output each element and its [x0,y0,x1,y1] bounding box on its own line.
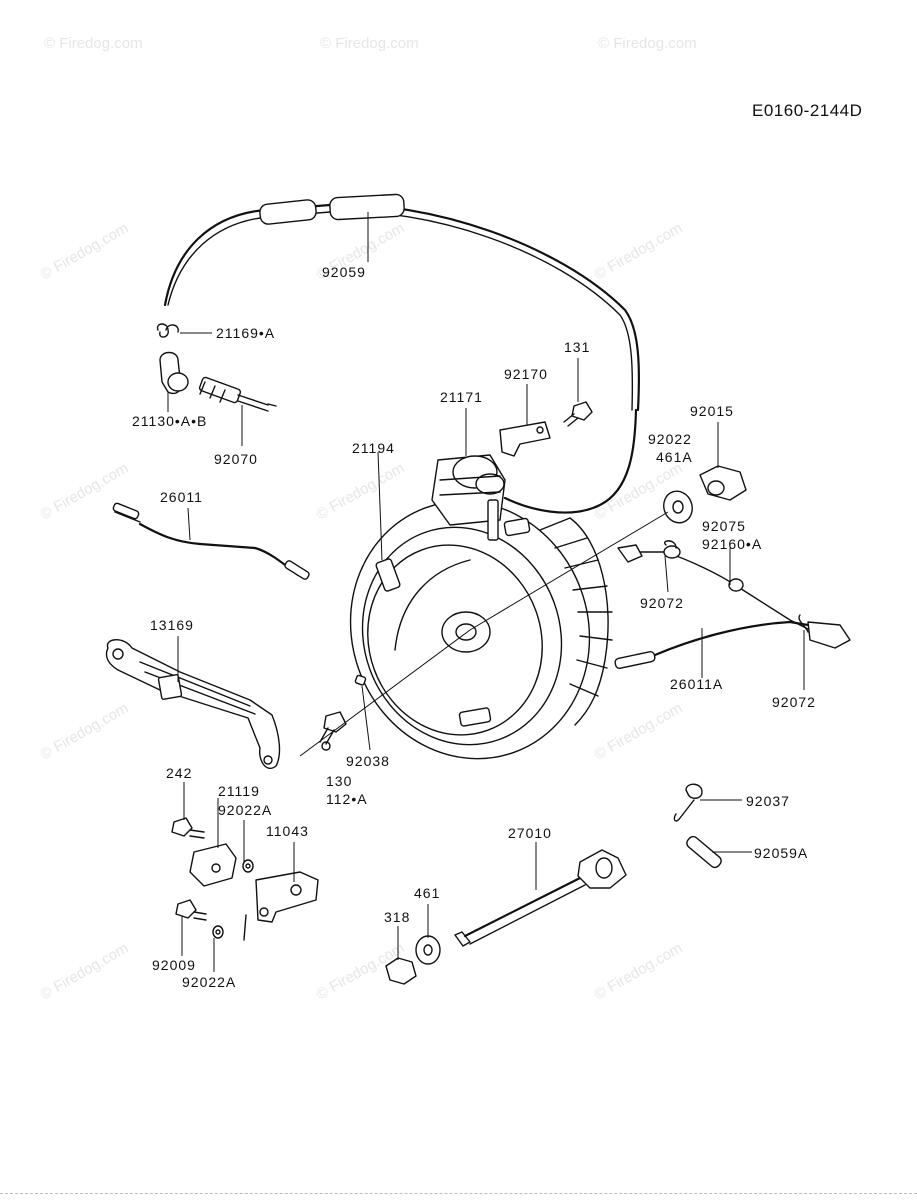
screw-92009 [175,899,207,921]
part-label: 21171 [440,389,483,405]
part-label: 92075 [702,518,746,534]
lead-wire-26011A [614,614,810,670]
part-label: 27010 [508,825,552,841]
part-label: 21130•A•B [132,413,207,429]
bracket-11043 [243,871,319,941]
part-label: 21194 [352,440,395,456]
washer-92022A [242,859,254,873]
stop-switch-21119 [189,843,237,887]
ignition-coil-21171 [431,454,506,541]
watermark: © Firedog.com [314,459,408,523]
part-label: 92160•A [702,536,762,552]
part-label: 131 [564,339,590,355]
bolt-131 [563,401,593,427]
part-label: 21119 [218,783,260,799]
plate-13169 [105,639,281,769]
part-label: 26011A [670,676,723,692]
part-label: 242 [166,765,192,781]
bracket-92170 [499,421,551,457]
watermark: © Firedog.com [38,459,132,523]
washer-461A [663,490,693,524]
nut-92015 [699,465,747,501]
part-label: 92070 [214,451,258,467]
clip-21169A [156,323,179,338]
part-labels: 92059 21169•A 21130•A•B 92070 131 92170 … [132,264,816,990]
clip-92037 [673,783,703,822]
part-label: 92037 [746,793,790,809]
key-92038 [354,674,367,686]
screw-242 [171,817,205,839]
part-label: 92015 [690,403,734,419]
part-label: 92072 [772,694,816,710]
watermark: © Firedog.com [38,939,132,1003]
part-label: 92059A [754,845,808,861]
high-tension-lead-92059 [163,193,641,514]
part-label: 11043 [266,823,309,839]
watermark: © Firedog.com [44,35,143,52]
part-label: 318 [384,909,410,925]
watermark: © Firedog.com [598,35,697,52]
tube-92059A [686,835,722,869]
part-label: 92022A [218,802,272,818]
part-label: 461A [656,449,693,465]
watermark: © Firedog.com [38,699,132,763]
leader-lines [167,212,805,972]
lead-wire-26011 [112,502,310,580]
cable-27010 [454,849,627,947]
spark-plug-92070 [198,376,277,412]
part-label: 461 [414,885,440,901]
bolt-130 [319,711,347,751]
diagram-code: E0160-2144D [752,101,862,120]
part-label: 92170 [504,366,548,382]
part-label: 112•A [326,791,368,807]
watermark: © Firedog.com [592,699,686,763]
washer-92022A-lower [212,925,224,939]
part-label: 21169•A [216,325,275,341]
watermark: © Firedog.com [592,219,686,283]
part-label: 92009 [152,957,196,973]
part-label: 130 [326,773,352,789]
part-label: 92072 [640,595,684,611]
page-footer-line [0,1193,917,1198]
part-label: 92022A [182,974,236,990]
part-label: 92022 [648,431,692,447]
watermark: © Firedog.com [320,35,419,52]
watermark: © Firedog.com [38,219,132,283]
part-label: 26011 [160,489,203,505]
wire-harness-92160A [617,540,851,649]
part-label: 13169 [150,617,194,633]
plug-cap-21130 [159,351,189,395]
part-label: 92059 [322,264,366,280]
washer-461 [415,935,441,965]
part-label: 92038 [346,753,390,769]
watermark: © Firedog.com [592,939,686,1003]
